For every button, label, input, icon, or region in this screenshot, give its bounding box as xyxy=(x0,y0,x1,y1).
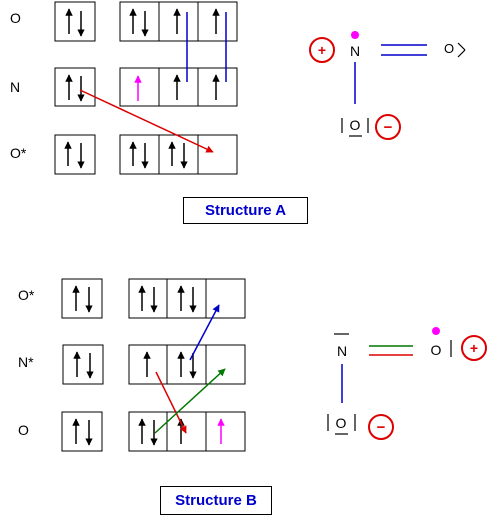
orbital-box-b-nstar-s xyxy=(62,344,104,385)
negative-charge: − xyxy=(377,419,386,436)
structure-b: O* N* O xyxy=(18,278,487,452)
electron-transfer-arrow xyxy=(189,304,220,361)
row-label-a-ostar: O* xyxy=(10,145,27,161)
positive-charge-circle xyxy=(309,37,335,63)
lewis-structure-b: N O + O − xyxy=(327,327,487,440)
positive-charge: + xyxy=(470,340,478,356)
row-label-b-nstar: N* xyxy=(18,354,34,370)
row-label-a-o: O xyxy=(10,10,21,26)
row-label-a-n: N xyxy=(10,79,20,95)
structure-b-caption: Structure B xyxy=(160,486,272,515)
electron-transfer-arrow xyxy=(79,89,214,153)
structure-a-caption: Structure A xyxy=(183,197,308,224)
positive-charge-circle xyxy=(461,335,487,361)
lone-pair-line xyxy=(457,42,466,51)
electron-transfer-arrow xyxy=(154,368,226,434)
orbital-box-a-n-s xyxy=(54,67,96,107)
row-label-b-o: O xyxy=(18,422,29,438)
orbital-box-a-ostar-p xyxy=(119,134,238,175)
nitrogen-atom: N xyxy=(350,43,360,59)
lewis-structure-a: + N O O − xyxy=(309,31,466,140)
orbital-box-a-o-p xyxy=(119,1,238,42)
oxygen-atom: O xyxy=(350,117,361,133)
negative-charge-circle xyxy=(375,114,401,140)
orbital-box-b-o-s xyxy=(61,411,103,452)
orbital-box-b-ostar-p xyxy=(128,278,246,319)
electron-transfer-arrow xyxy=(155,371,187,434)
nitrogen-atom: N xyxy=(337,343,347,359)
orbital-box-b-o-p xyxy=(128,411,246,452)
orbital-box-a-ostar-s xyxy=(54,134,96,175)
positive-charge: + xyxy=(318,42,326,58)
row-label-b-ostar: O* xyxy=(18,287,35,303)
oxygen-atom: O xyxy=(336,415,347,431)
structure-a: O N O* xyxy=(10,1,466,175)
radical-dot xyxy=(432,327,440,335)
orbital-box-a-o-s xyxy=(54,1,96,42)
lone-pair-line xyxy=(457,49,466,58)
radical-dot xyxy=(351,31,359,39)
orbital-box-b-ostar-s xyxy=(61,278,103,319)
oxygen-atom: O xyxy=(444,41,454,56)
negative-charge-circle xyxy=(368,414,394,440)
oxygen-atom: O xyxy=(431,342,442,358)
negative-charge: − xyxy=(384,119,393,136)
